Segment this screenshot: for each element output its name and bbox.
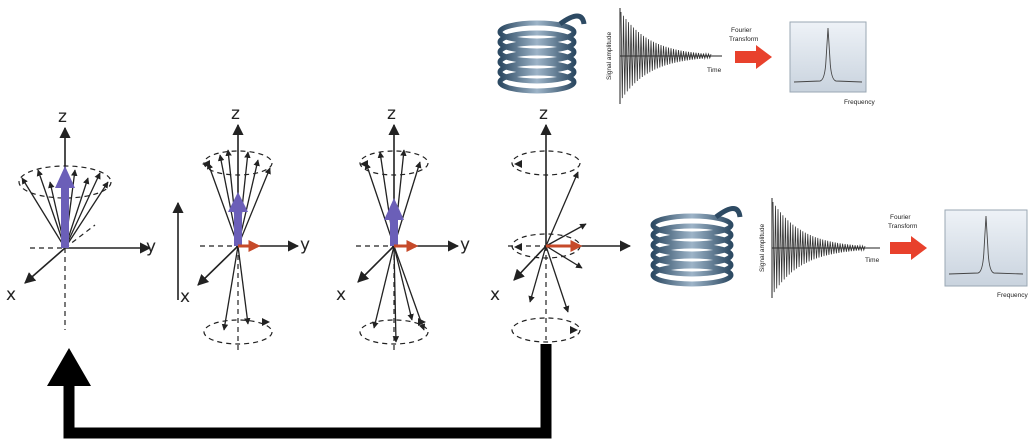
x-axis-label: x [6, 285, 16, 305]
coil-icon [650, 206, 743, 287]
signal-amplitude-label: Signal amplitude [759, 224, 766, 272]
x-axis [513, 245, 547, 281]
x-axis-label: x [336, 285, 346, 305]
lower-cone [359, 319, 429, 345]
frequency-label: Frequency [997, 292, 1028, 299]
fid-plot: Signal amplitude Time [606, 8, 722, 104]
upper-cone [511, 150, 581, 176]
lower-cone [511, 317, 581, 343]
transform-label: Transform [888, 223, 917, 230]
net-magnetization-arrow [384, 198, 404, 246]
x-axis [24, 247, 66, 284]
lower-cone [203, 319, 273, 345]
panel-dephased: z x [490, 104, 632, 343]
fid-signal [772, 201, 866, 293]
x-axis-dashed [64, 224, 96, 249]
signal-amplitude-label: Signal amplitude [606, 32, 613, 80]
relaxation-return-arrow [47, 344, 552, 439]
lower-detection-unit: Signal amplitude Time Fourier Transform … [650, 198, 1028, 299]
fourier-transform-step: Fourier Transform [729, 27, 772, 69]
frequency-label: Frequency [844, 99, 875, 106]
fourier-label: Fourier [890, 214, 911, 221]
upper-cone [359, 150, 429, 176]
transform-label: Transform [729, 36, 758, 43]
y-axis-label: y [460, 235, 470, 255]
z-axis-label: z [231, 104, 240, 124]
spectrum-peak [948, 215, 1024, 275]
y-axis-label: y [300, 235, 310, 255]
panel-equilibrium: z y x [6, 107, 156, 330]
coil-icon [497, 13, 587, 94]
transform-arrow-icon [890, 236, 927, 260]
panel-after-pulse-2: z y x [336, 104, 470, 352]
z-axis-label: z [58, 107, 67, 127]
net-magnetization-arrow [55, 166, 75, 248]
fid-plot: Signal amplitude Time [759, 198, 880, 298]
fid-signal [620, 11, 712, 99]
z-axis-label: z [539, 104, 548, 124]
z-axis-label: z [387, 104, 396, 124]
spectrum-plot: Frequency [944, 209, 1028, 299]
x-axis [197, 245, 239, 286]
x-axis-label: x [180, 287, 190, 307]
spectrum-plot: Frequency [789, 21, 875, 106]
upper-detection-unit: Signal amplitude Time Fourier Transform … [497, 8, 875, 106]
fourier-transform-step: Fourier Transform [888, 214, 927, 260]
fourier-label: Fourier [731, 27, 752, 34]
time-label: Time [707, 67, 722, 74]
x-axis [357, 245, 395, 283]
y-axis-label: y [146, 237, 156, 257]
x-axis-label: x [490, 285, 500, 305]
net-magnetization-arrow [228, 192, 248, 246]
spectrum-peak [793, 27, 863, 83]
panel-after-pulse-1: z y x [172, 104, 310, 352]
transform-arrow-icon [735, 45, 772, 69]
spin-vectors [528, 171, 587, 313]
time-label: Time [865, 257, 880, 264]
